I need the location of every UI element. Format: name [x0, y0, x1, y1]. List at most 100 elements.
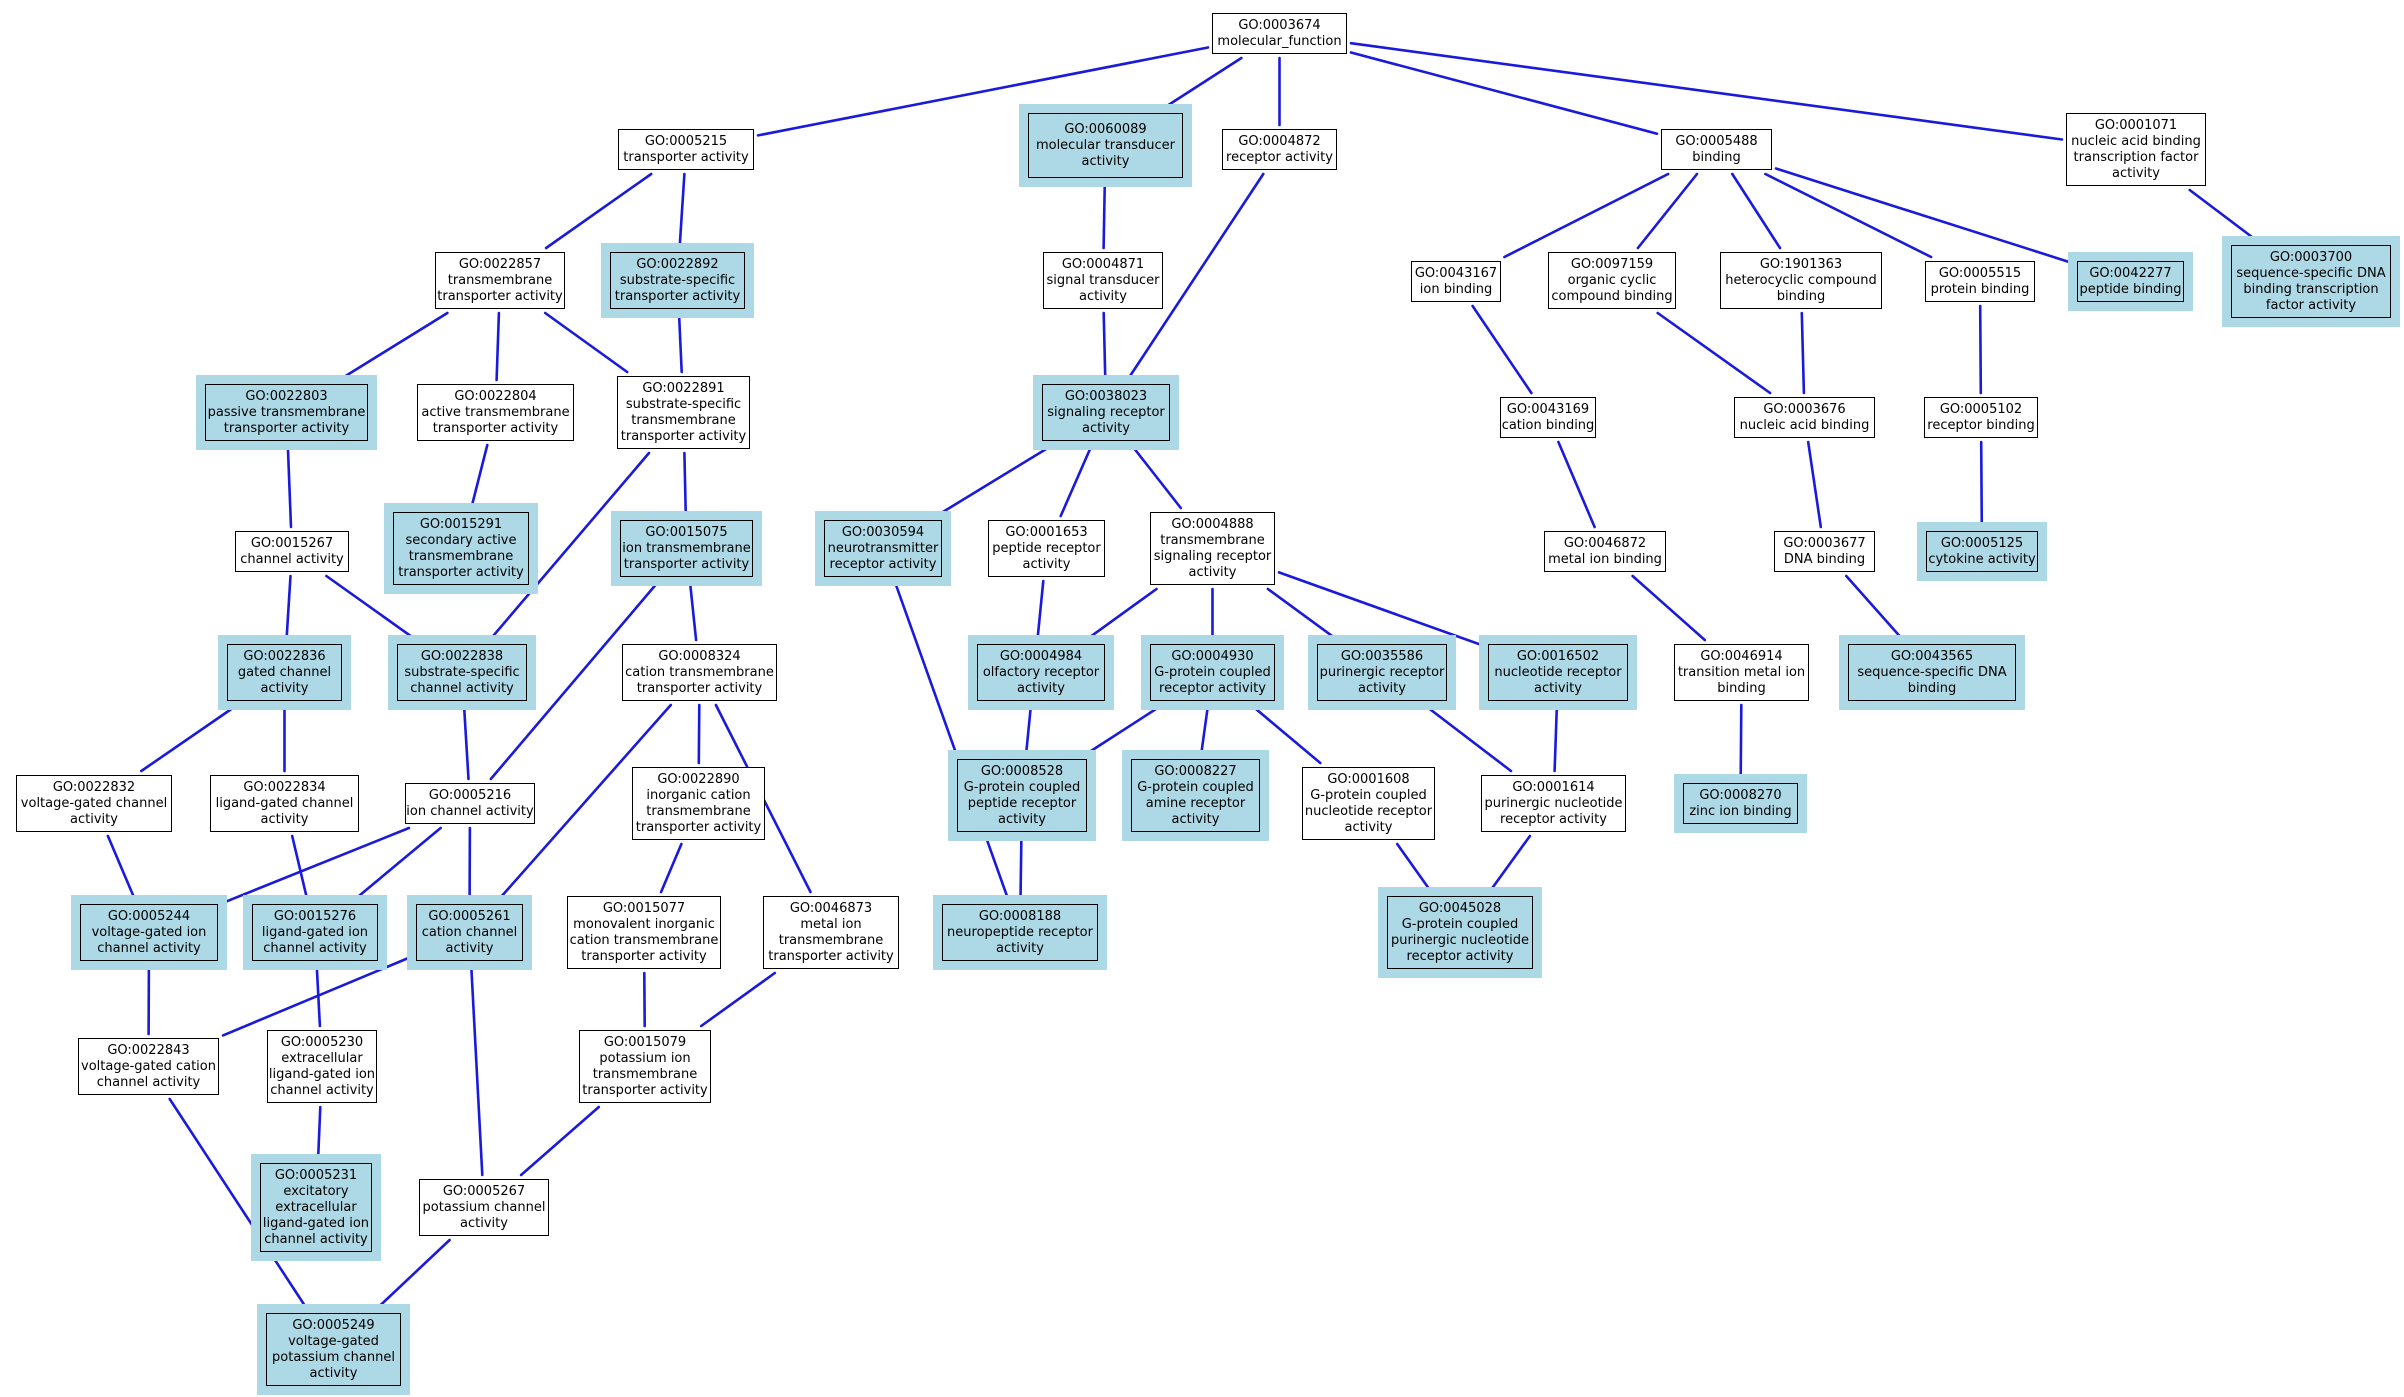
go-term-label: cytokine activity	[1928, 551, 2036, 567]
go-term-label: transporter activity	[768, 948, 894, 964]
edge-n0004871-n0038023	[1102, 311, 1107, 382]
go-term-label: purinergic nucleotide	[1484, 795, 1623, 811]
go-term-label: activity	[998, 811, 1046, 827]
go-term-id: GO:0022843	[107, 1042, 190, 1058]
edge-n0005267-n0005249	[375, 1238, 451, 1311]
go-term-label: nucleotide receptor	[1304, 803, 1433, 819]
go-term-label: G-protein coupled	[1137, 779, 1254, 795]
go-term-label: zinc ion binding	[1689, 803, 1792, 819]
edge-n0001614-n0045028	[1488, 834, 1532, 894]
go-term-label: cation transmembrane	[569, 932, 719, 948]
go-term-label: activity	[445, 940, 494, 956]
go-term-label: molecular transducer	[1035, 137, 1176, 153]
edge-n0005488-n0043167	[1503, 172, 1670, 259]
go-term-label: excitatory	[283, 1183, 349, 1199]
edge-n0005488-n1901363	[1731, 172, 1782, 250]
edge-n0038023-n0030594	[934, 443, 1054, 518]
go-term-label: neuropeptide receptor	[947, 924, 1093, 940]
go-term-label: channel activity	[263, 940, 367, 956]
edge-n0004930-n0008528	[1083, 703, 1164, 757]
go-term-label: transmembrane	[408, 548, 514, 564]
go-term-label: transmembrane	[631, 412, 736, 428]
go-term-label: channel activity	[410, 680, 514, 696]
go-term-id: GO:0015077	[602, 900, 686, 916]
go-term-label: ligand-gated ion	[262, 1215, 370, 1231]
go-term-label: monovalent inorganic	[573, 916, 715, 932]
go-term-label: active transmembrane	[421, 404, 570, 420]
go-term-label: activity	[1344, 819, 1393, 835]
go-term-label: transmembrane	[1160, 532, 1265, 548]
go-term-label: substrate-specific	[625, 396, 742, 412]
go-term-label: transporter activity	[398, 564, 524, 580]
edge-n0008324-n0022890	[697, 703, 701, 765]
go-term-id: GO:0022834	[243, 779, 326, 795]
edge-layer	[106, 41, 2259, 1311]
go-term-id: GO:0004888	[1171, 516, 1254, 532]
go-term-label: cation transmembrane	[625, 664, 774, 680]
go-term-label: activity	[260, 680, 309, 696]
go-term-label: G-protein coupled	[1154, 664, 1271, 680]
go-term-label: extracellular	[281, 1050, 363, 1066]
go-term-label: gated channel	[237, 664, 332, 680]
go-term-id: GO:0005230	[280, 1034, 364, 1050]
go-term-label: factor activity	[2265, 297, 2357, 313]
go-term-id: GO:0015075	[645, 524, 728, 540]
go-term-id: GO:0042277	[2089, 265, 2172, 281]
edge-n0005215-n0022892	[678, 172, 686, 250]
go-term-label: activity	[1358, 680, 1406, 696]
edge-n0043169-n0046872	[1557, 440, 1596, 529]
edge-n0001608-n0045028	[1395, 842, 1433, 894]
go-term-id: GO:0015267	[250, 535, 334, 551]
edge-n0015267-n0022836	[285, 574, 292, 642]
edge-n0005488-n0042277	[1774, 167, 2075, 265]
go-term-label: ion transmembrane	[622, 540, 751, 556]
go-term-label: compound binding	[1551, 288, 1673, 304]
go-term-id: GO:0001653	[1005, 524, 1088, 540]
go-term-label: G-protein coupled	[1310, 787, 1427, 803]
go-term-id: GO:0003674	[1238, 17, 1321, 33]
go-term-label: purinergic nucleotide	[1390, 932, 1530, 948]
edge-n0022857-n0022804	[495, 311, 501, 382]
go-term-id: GO:0003676	[1763, 401, 1846, 417]
go-term-id: GO:0015291	[419, 516, 503, 532]
edge-n0004888-n0035586	[1266, 587, 1339, 642]
go-term-label: activity	[1017, 680, 1065, 696]
go-term-id: GO:0005488	[1675, 133, 1758, 149]
go-term-label: transmembrane	[447, 272, 553, 288]
go-term-label: olfactory receptor	[982, 664, 1100, 680]
go-term-id: GO:0022804	[454, 388, 537, 404]
edge-n0022804-n0015291	[469, 443, 489, 510]
go-term-id: GO:0043565	[1890, 648, 1974, 664]
edge-n0022834-n0015276	[290, 834, 309, 902]
edge-n0022891-n0022838	[488, 451, 651, 642]
go-term-id: GO:0005215	[644, 133, 728, 149]
edge-n0004872-n0038023	[1126, 172, 1265, 382]
edge-n0022857-n0022803	[337, 311, 449, 382]
edge-n0022890-n0015077	[659, 842, 683, 894]
go-term-label: channel activity	[97, 940, 201, 956]
go-term-label: binding	[1907, 680, 1957, 696]
go-term-label: ligand-gated ion	[268, 1066, 376, 1082]
edge-n0008324-n0005261	[496, 703, 673, 902]
go-term-id: GO:0004872	[1238, 133, 1321, 149]
go-term-label: signaling receptor	[1153, 548, 1272, 564]
go-term-id: GO:0005102	[1939, 401, 2023, 417]
go-term-label: metal ion	[800, 916, 862, 932]
go-term-label: voltage-gated cation	[81, 1058, 216, 1074]
go-term-id: GO:0035586	[1340, 648, 1424, 664]
